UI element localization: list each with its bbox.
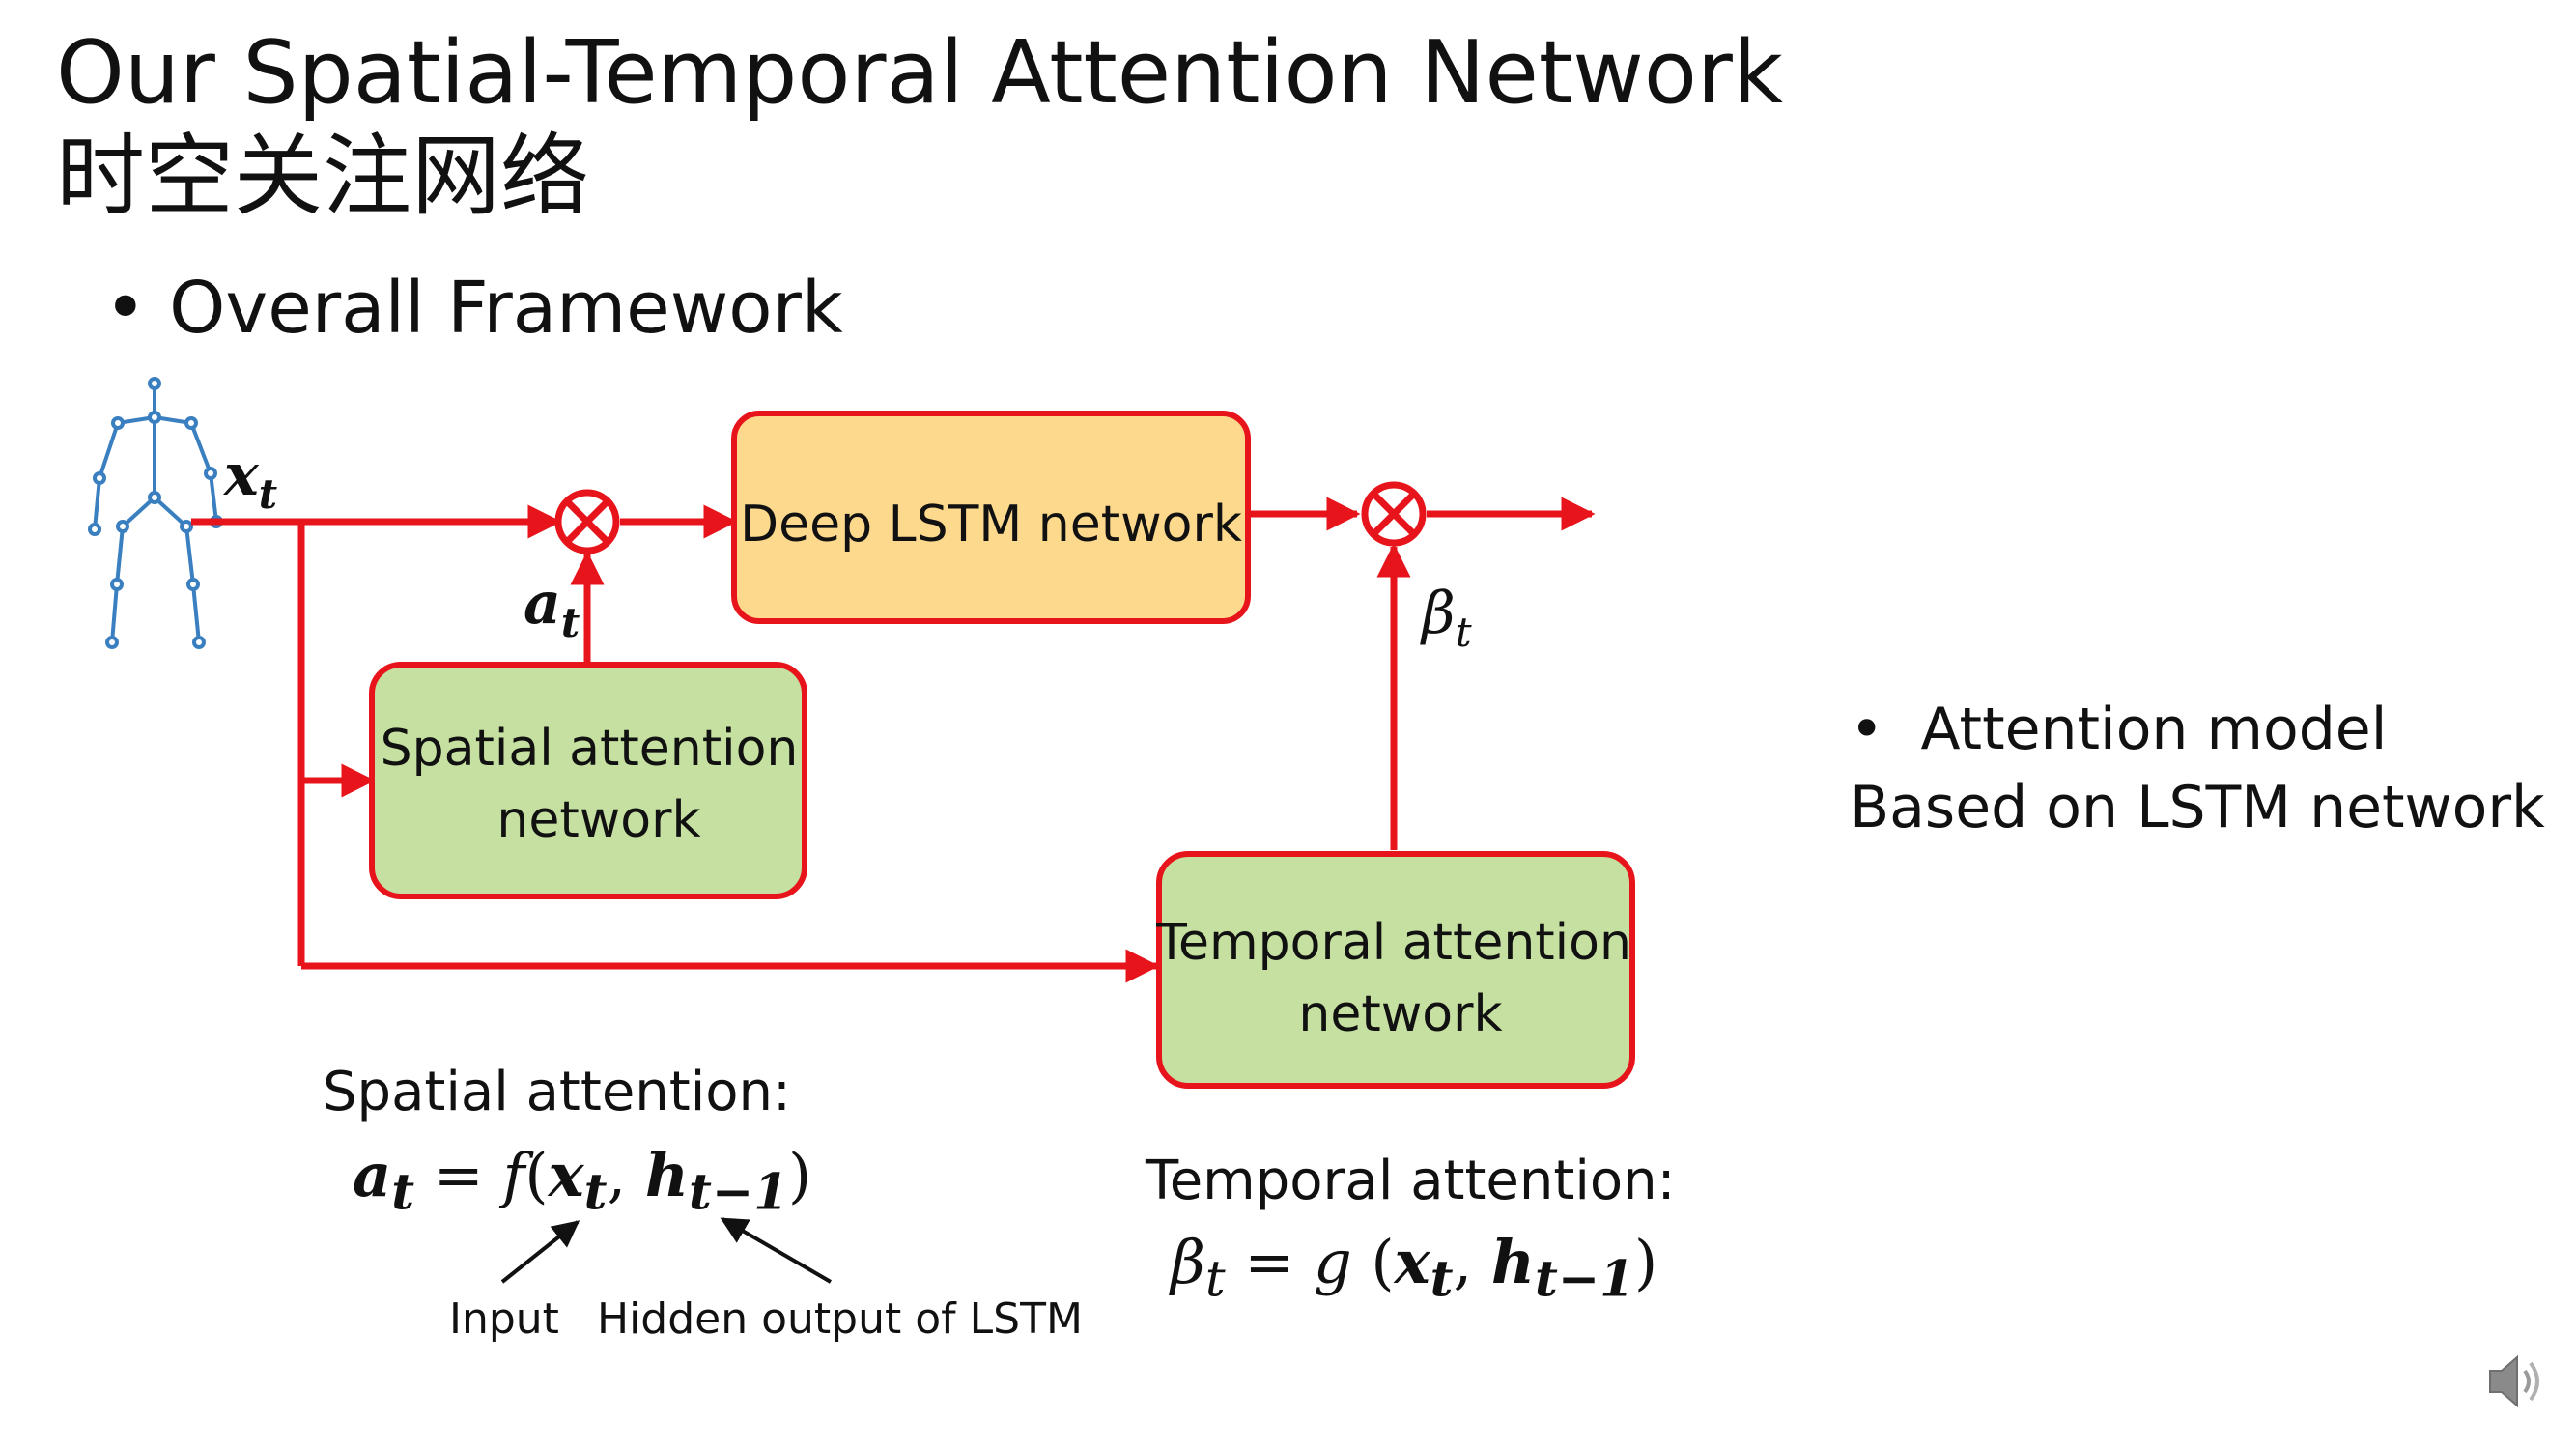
bullet-overall-framework: • Overall Framework (104, 266, 843, 352)
side-note: • Attention model Based on LSTM network (1850, 691, 2545, 847)
temporal-attention-box: Temporal attention network (1155, 851, 1635, 1089)
arrow-note-hidden (720, 1217, 833, 1284)
flow-arrows (191, 497, 1596, 983)
skeleton-icon (88, 377, 223, 649)
temporal-eq-label: Temporal attention: (1146, 1150, 1676, 1212)
spatial-box-line2: network (496, 791, 700, 849)
spatial-weight-label: at (524, 570, 580, 646)
speaker-icon[interactable] (2482, 1348, 2550, 1419)
temporal-box-line1: Temporal attention (1155, 914, 1631, 972)
bullet-dot: • (104, 267, 170, 350)
bullet-dot: • (1850, 696, 1921, 763)
slide-subtitle: 时空关注网络 (56, 125, 590, 228)
side-note-bullet: • Attention model (1850, 691, 2545, 769)
lstm-box-label: Deep LSTM network (740, 496, 1242, 554)
arrow-note-input (500, 1220, 580, 1284)
spatial-eq-label: Spatial attention: (323, 1061, 791, 1123)
side-note-line2: Based on LSTM network (1850, 774, 2545, 841)
temporal-weight-label: βt (1420, 580, 1472, 656)
spatial-equation: at = f(xt, ht−1) (353, 1140, 812, 1222)
multiply-icon (1361, 481, 1427, 547)
spatial-box-line1: Spatial attention (381, 720, 799, 778)
temporal-equation: βt = g (xt, ht−1) (1171, 1227, 1658, 1309)
side-note-line1: Attention model (1920, 696, 2388, 763)
input-label: xt (222, 441, 277, 518)
spatial-attention-box: Spatial attention network (369, 662, 807, 899)
slide-title: Our Spatial-Temporal Attention Network (56, 22, 1784, 124)
note-input: Input (449, 1294, 559, 1344)
note-hidden-output: Hidden output of LSTM (597, 1294, 1083, 1344)
speaker-icon-svg (2489, 1354, 2539, 1408)
lstm-box: Deep LSTM network (731, 411, 1251, 624)
bullet-text: Overall Framework (169, 267, 843, 350)
temporal-box-line2: network (1298, 985, 1502, 1043)
multiply-icon (554, 489, 620, 554)
